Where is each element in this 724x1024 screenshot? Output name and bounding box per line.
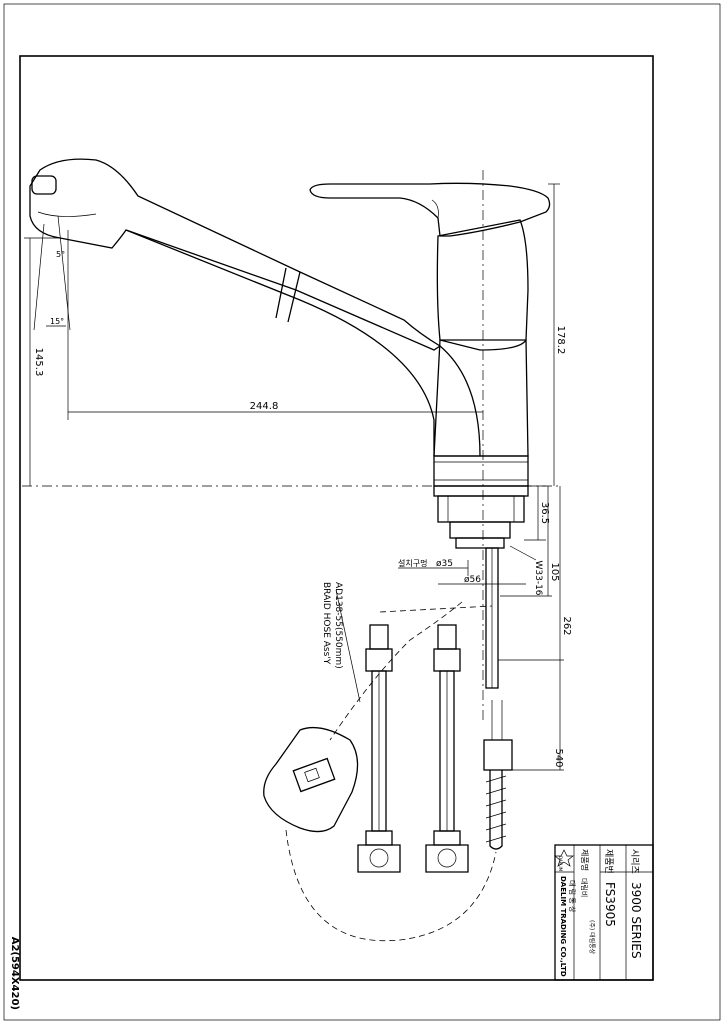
braid-hose-left [357,624,401,873]
dim-hose-length: 540 [553,748,564,767]
title-company-kr: 대 림 통 상 [568,880,577,913]
title-company-line: 대림비 [580,878,589,897]
pullout-hose [489,770,503,850]
dim-base-dia: ø56 [464,575,481,585]
dim-spout-reach: 244.8 [250,401,279,412]
sheet-size-label: A2(594X420) [9,937,20,1010]
lever-handle [309,182,551,237]
spray-head-detail [263,726,359,833]
title-company-small: (주) 대림통상 [588,920,596,955]
cartridge-housing [436,219,529,351]
dim-install-hole-label: 설치구멍 [398,558,427,568]
construction-lines [22,170,560,942]
shank-lower [455,537,505,549]
spout [29,158,442,351]
dim-base-height: 36.5 [539,502,550,524]
shank [449,521,511,539]
dimensions: 178.2 145.3 244.8 5° 15° 36.5 W33-16 105… [24,183,572,771]
title-name-label: 제품명 [580,849,590,871]
mounting-nut [437,495,525,523]
title-series-label: 시리즈 [629,849,640,874]
body-collar [433,455,529,487]
spout-band [275,267,287,319]
title-block: 시리즈 3900 SERIES 제품번 FS3905 제품명 대림비 (주) 대… [554,844,654,981]
braid-hose-right [425,624,469,873]
logo-text: DAELIM [558,856,563,872]
title-company-en: DAELIM TRADING CO.,LTD [559,876,567,977]
hose-weight [483,739,513,771]
faucet-assembly [29,158,551,850]
callout-part-no: AD138-55(550mm) [333,582,343,669]
company-logo: DAELIM [554,849,574,872]
callout-part-name: BRAID HOSE Ass'Y [321,582,331,665]
title-product-value: FS3905 [603,882,617,927]
dim-overall-height: 178.2 [555,326,566,355]
faucet-body [433,339,529,457]
dim-spout-angle: 15° [50,317,64,326]
braid-hose-callout: AD138-55(550mm) BRAID HOSE Ass'Y [321,582,361,703]
dim-install-hole-dia: ø35 [436,559,453,569]
dim-spout-height: 145.3 [33,348,44,377]
dim-spray-angle: 5° [56,250,65,259]
outer-border [3,3,721,1021]
dim-thread: W33-16 [533,560,543,595]
spray-nozzle [31,175,57,195]
base-ring [433,485,529,497]
dim-shank-length: 105 [549,562,560,581]
drawing-frame [19,55,654,981]
title-series-value: 3900 SERIES [629,882,643,959]
dim-hose-drop: 262 [561,616,572,635]
title-product-label: 제품번 [603,849,614,874]
